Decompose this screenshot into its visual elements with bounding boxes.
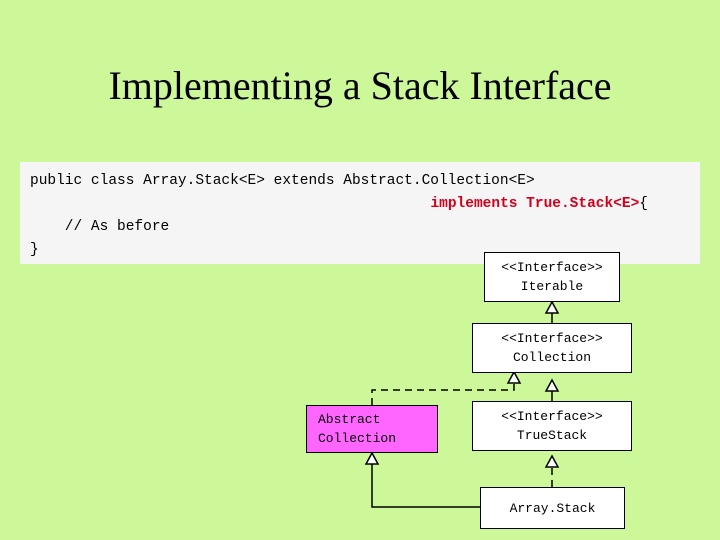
node-abstract-collection-line2: Collection [318, 431, 397, 446]
node-true-stack-name: TrueStack [516, 428, 588, 443]
code-line-1: public class Array.Stack<E> extends Abst… [30, 173, 535, 189]
node-collection[interactable]: <<Interface>> Collection [472, 323, 632, 373]
node-true-stack-stereotype: <<Interface>> [501, 409, 603, 424]
node-true-stack[interactable]: <<Interface>> TrueStack [472, 401, 632, 451]
node-collection-name: Collection [512, 350, 591, 365]
code-keyword-implements: implements [430, 196, 527, 212]
code-line-4: } [30, 242, 39, 258]
page-title: Implementing a Stack Interface [108, 63, 612, 108]
code-line-2: implements True.Stack<E>{ [30, 193, 690, 216]
node-abstract-collection[interactable]: Abstract Collection [306, 405, 438, 453]
node-array-stack[interactable]: Array.Stack [480, 487, 625, 529]
code-type-truestack: True.Stack<E> [526, 196, 640, 212]
node-abstract-collection-line1: Abstract [318, 412, 381, 427]
code-brace-open: { [639, 196, 648, 212]
node-iterable-name: Iterable [520, 279, 584, 294]
node-collection-stereotype: <<Interface>> [501, 331, 603, 346]
code-block: public class Array.Stack<E> extends Abst… [20, 162, 700, 264]
node-iterable-stereotype: <<Interface>> [501, 260, 603, 275]
node-array-stack-name: Array.Stack [509, 500, 596, 516]
node-iterable[interactable]: <<Interface>> Iterable [484, 252, 620, 302]
code-line-3: // As before [30, 219, 170, 235]
